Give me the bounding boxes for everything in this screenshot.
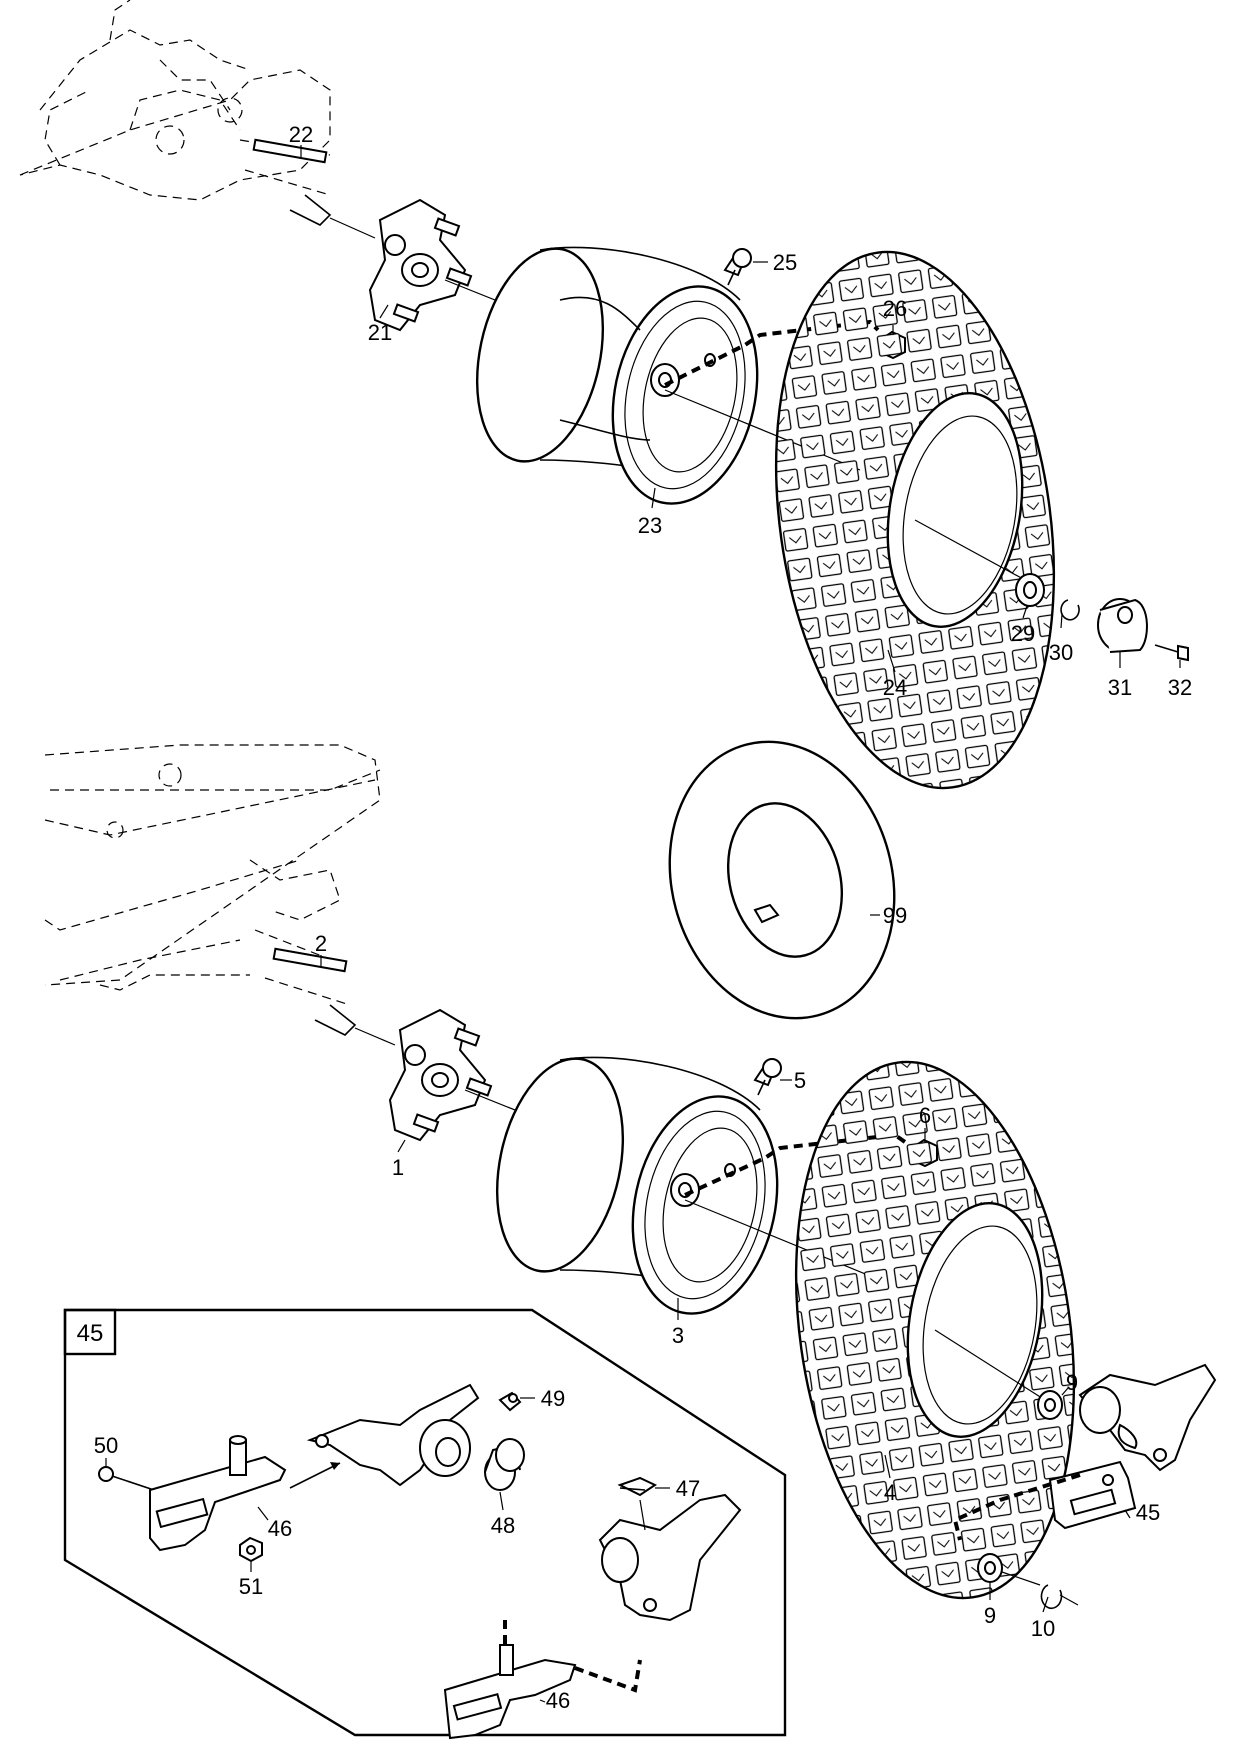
callout-48: 48 [491, 1513, 515, 1538]
rear-axle-housing-outline [19, 0, 331, 201]
callout-24: 24 [883, 675, 907, 700]
lug-stud-path-upper [664, 319, 880, 387]
screw-32 [1154, 644, 1189, 662]
callout-49: 49 [541, 1386, 565, 1411]
inner-tube-99 [668, 740, 896, 1020]
wheel-hub-1 [388, 1008, 541, 1142]
callout-1: 1 [392, 1155, 404, 1180]
bracket-dashed-path [574, 1659, 642, 1693]
hitch-assembly-45 [1048, 1363, 1217, 1530]
callout-22: 22 [289, 122, 313, 147]
inset-panel [63, 1308, 787, 1737]
bushing-48 [484, 1438, 525, 1491]
callout-10: 10 [1031, 1616, 1055, 1641]
e-clip-30 [1060, 599, 1080, 621]
callout-31: 31 [1108, 675, 1132, 700]
callout-25: 25 [773, 250, 797, 275]
valve-stem-5 [753, 1058, 782, 1096]
axle-shaft-upper [244, 169, 376, 239]
clip-47 [617, 1476, 658, 1497]
callout-46-upper: 46 [268, 1516, 292, 1541]
callout-47: 47 [676, 1476, 700, 1501]
callout-5: 5 [794, 1068, 806, 1093]
key-22 [252, 138, 328, 164]
leader-lines [105, 145, 1181, 1703]
axle-shaft-lower [264, 977, 396, 1046]
callout-2: 2 [315, 931, 327, 956]
key-2 [272, 947, 348, 973]
inset-label: 45 [77, 1320, 104, 1347]
e-clip-10 [1040, 1584, 1079, 1610]
rim-23 [475, 246, 759, 505]
tire-24 [774, 250, 1056, 790]
hitch-plate-46-upper [149, 1435, 287, 1552]
bolt-50 [98, 1466, 161, 1493]
rim-3 [495, 1056, 779, 1315]
hub-cap-31 [1097, 598, 1148, 653]
washer-9-upper [1037, 1390, 1063, 1420]
assembly-arrow [289, 1462, 341, 1489]
washer-29 [1015, 573, 1045, 607]
callout-45: 45 [1136, 1500, 1160, 1525]
callout-32: 32 [1168, 675, 1192, 700]
tire-4 [794, 1060, 1076, 1600]
hitch-bracket-inset [598, 1493, 742, 1622]
callout-30: 30 [1049, 640, 1073, 665]
callout-21: 21 [368, 320, 392, 345]
callout-4: 4 [884, 1480, 896, 1505]
callout-51: 51 [239, 1574, 263, 1599]
hitch-arm-inset [306, 1383, 480, 1487]
hitch-dashed-path [952, 1473, 1081, 1541]
washer-9-lower [977, 1553, 1041, 1586]
valve-stem-25 [723, 248, 752, 286]
callout-23: 23 [638, 513, 662, 538]
callout-9-lower: 9 [984, 1603, 996, 1628]
callout-9-upper: 9 [1066, 1370, 1078, 1395]
callout-50: 50 [94, 1433, 118, 1458]
callout-29: 29 [1011, 621, 1035, 646]
frame-outline-lower [44, 744, 381, 991]
callout-46-lower: 46 [546, 1688, 570, 1713]
callout-99: 99 [883, 903, 907, 928]
callout-26: 26 [883, 296, 907, 321]
callout-3: 3 [672, 1323, 684, 1348]
callout-6: 6 [919, 1103, 931, 1128]
nut-51 [239, 1536, 263, 1563]
hitch-plate-46-lower [443, 1644, 577, 1740]
grease-fitting-49 [498, 1391, 522, 1412]
